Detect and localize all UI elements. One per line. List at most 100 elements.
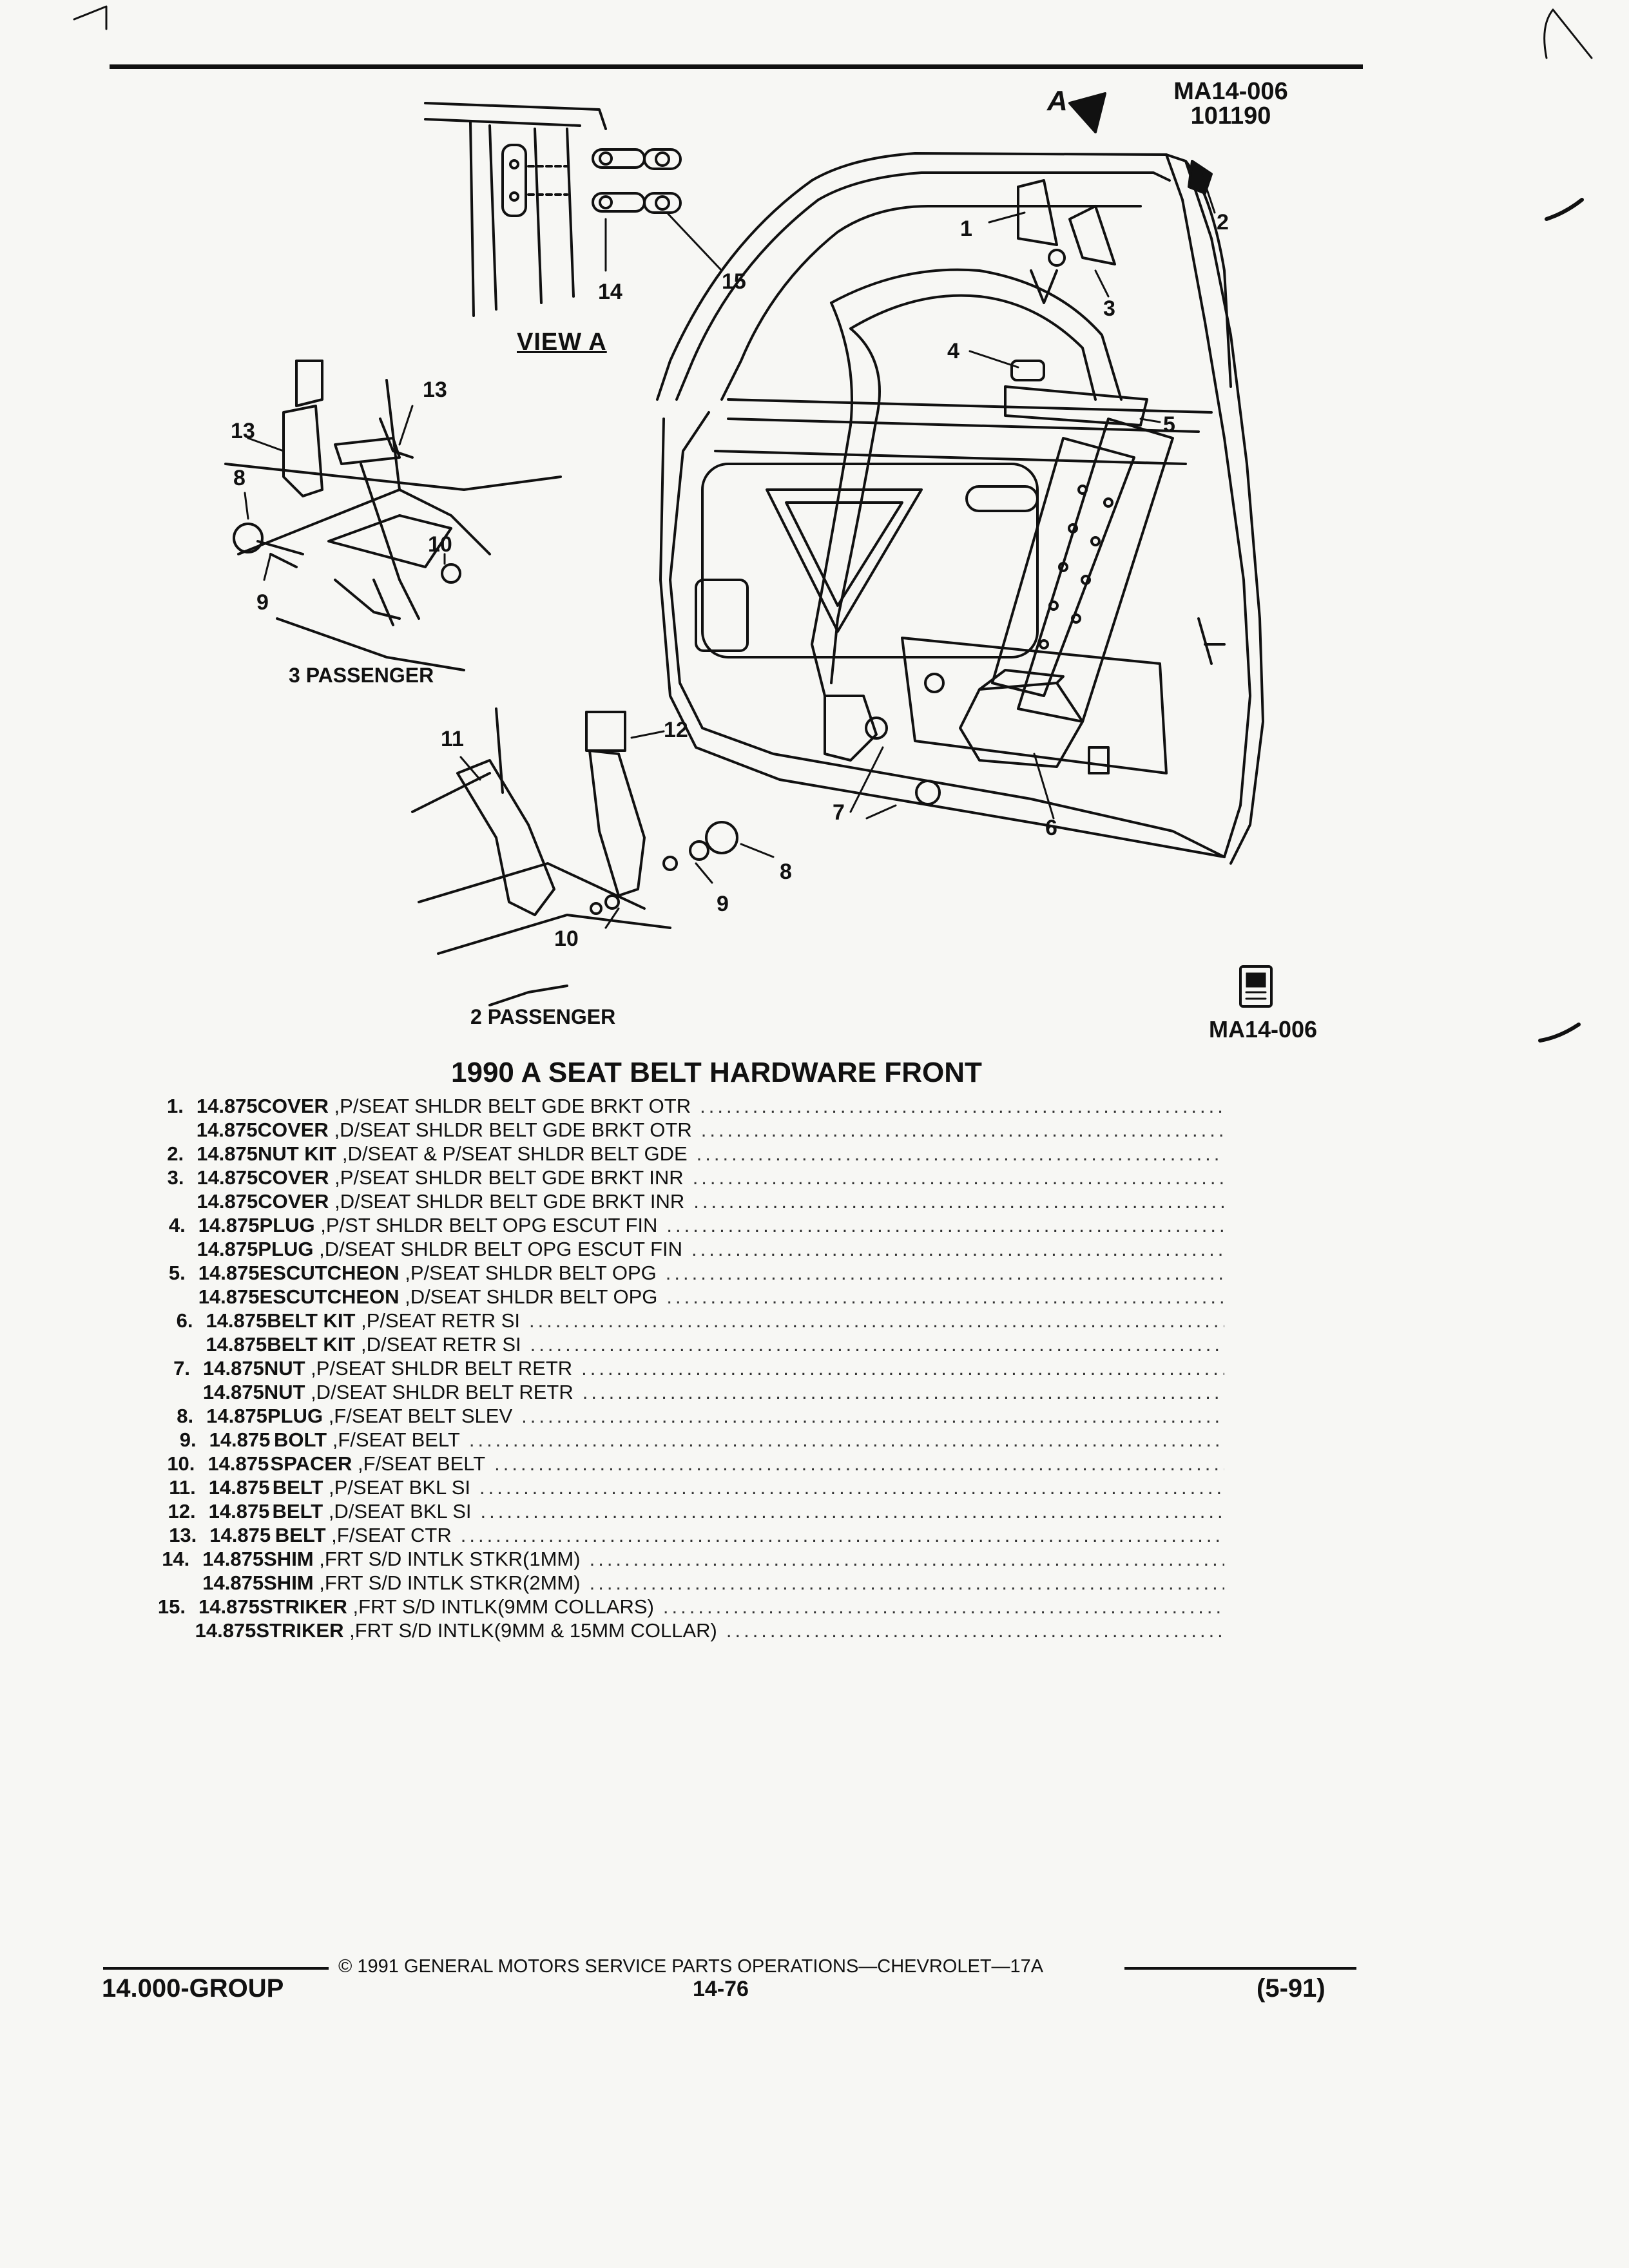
- callout-8-upper: 8: [233, 466, 246, 490]
- leader-dots: ........................................…: [494, 1452, 1224, 1475]
- part-name: PLUG: [259, 1214, 315, 1236]
- copyright-notice: © 1991 GENERAL MOTORS SERVICE PARTS OPER…: [338, 1956, 1044, 1977]
- part-spec: ,F/SEAT CTR: [331, 1524, 452, 1546]
- group-number: 14.875: [195, 1619, 256, 1642]
- callout-13-right: 13: [423, 378, 447, 402]
- view-a-label: VIEW A: [517, 329, 607, 356]
- leader-dots: ........................................…: [479, 1476, 1224, 1499]
- callout-5: 5: [1163, 412, 1175, 437]
- leader-dots: ........................................…: [662, 1595, 1224, 1618]
- leader-dots: ........................................…: [726, 1619, 1224, 1642]
- leader-dots: ........................................…: [589, 1548, 1224, 1570]
- group-number: 14.875: [202, 1548, 264, 1570]
- leader-dots: ........................................…: [530, 1333, 1224, 1356]
- three-passenger-buckle: [224, 360, 562, 671]
- part-spec: ,P/ST SHLDR BELT OPG ESCUT FIN: [320, 1214, 658, 1236]
- part-spec: ,D/SEAT SHLDR BELT OPG: [405, 1285, 658, 1308]
- callout-15: 15: [722, 269, 746, 294]
- part-name: COVER: [258, 1190, 329, 1213]
- two-passenger-buckle: [411, 707, 738, 1006]
- part-description: NUT ,P/SEAT SHLDR BELT RETR: [264, 1356, 572, 1380]
- part-spec: ,P/SEAT SHLDR BELT GDE BRKT INR: [334, 1166, 684, 1189]
- footer-rule-left: [103, 1967, 329, 1970]
- part-name: STRIKER: [259, 1595, 347, 1618]
- part-description: COVER ,P/SEAT SHLDR BELT GDE BRKT OTR: [258, 1094, 691, 1118]
- part-description: NUT KIT ,D/SEAT & P/SEAT SHLDR BELT GDE: [258, 1142, 688, 1166]
- part-name: ESCUTCHEON: [259, 1285, 400, 1308]
- group-number: 14.875: [198, 1262, 260, 1284]
- item-number: 7.: [173, 1357, 190, 1379]
- group-number: 14.875: [202, 1571, 264, 1594]
- part-spec: ,FRT S/D INTLK(9MM & 15MM COLLAR): [349, 1619, 717, 1642]
- part-description: SHIM ,FRT S/D INTLK STKR(1MM): [264, 1547, 580, 1571]
- part-spec: ,D/SEAT SHLDR BELT OPG ESCUT FIN: [319, 1238, 683, 1260]
- group-number: 14.875: [208, 1476, 270, 1499]
- two-passenger-label: 2 PASSENGER: [470, 1005, 616, 1028]
- part-description: STRIKER ,FRT S/D INTLK(9MM & 15MM COLLAR…: [256, 1619, 717, 1642]
- part-spec: ,P/SEAT BKL SI: [329, 1476, 470, 1499]
- part-name: COVER: [257, 1095, 329, 1117]
- group-number: 14.875: [198, 1595, 260, 1618]
- part-description: ESCUTCHEON ,P/SEAT SHLDR BELT OPG: [260, 1261, 657, 1285]
- item-number: 12.: [168, 1500, 196, 1523]
- part-name: NUT KIT: [257, 1142, 337, 1165]
- item-number: 6.: [176, 1309, 193, 1332]
- callout-9-lower: 9: [717, 892, 729, 916]
- group-number: 14.875: [197, 1142, 258, 1165]
- part-spec: ,FRT S/D INTLK STKR(2MM): [319, 1571, 581, 1594]
- leader-dots: ........................................…: [521, 1405, 1224, 1427]
- part-spec: ,FRT S/D INTLK STKR(1MM): [319, 1548, 581, 1570]
- part-spec: ,P/SEAT SHLDR BELT GDE BRKT OTR: [334, 1095, 691, 1117]
- part-spec: ,F/SEAT BELT: [358, 1452, 486, 1475]
- page-number: 14-76: [693, 1977, 749, 2001]
- group-number: 14.875: [207, 1452, 269, 1475]
- part-name: NUT: [264, 1381, 305, 1403]
- part-name: PLUG: [258, 1238, 314, 1260]
- leader-dots: ........................................…: [692, 1166, 1224, 1189]
- part-name: COVER: [257, 1119, 329, 1141]
- leader-dots: ........................................…: [691, 1238, 1224, 1260]
- part-name: BELT: [272, 1500, 323, 1523]
- part-description: BELT ,D/SEAT BKL SI: [273, 1499, 472, 1523]
- group-number: 14.875: [196, 1095, 258, 1117]
- part-description: SHIM ,FRT S/D INTLK STKR(2MM): [264, 1571, 580, 1595]
- illustration-code: MA14-006: [1173, 78, 1288, 105]
- item-number: 15.: [157, 1595, 186, 1618]
- part-spec: ,P/SEAT RETR SI: [361, 1309, 521, 1332]
- part-name: BELT: [272, 1476, 323, 1499]
- leader-dots: ........................................…: [468, 1428, 1224, 1451]
- footer-rule-right: [1124, 1967, 1356, 1970]
- item-number: 1.: [166, 1095, 184, 1117]
- group-number: 14.875: [206, 1405, 267, 1427]
- item-number: 4.: [168, 1214, 186, 1236]
- three-passenger-label: 3 PASSENGER: [289, 664, 434, 687]
- part-name: NUT: [264, 1357, 305, 1379]
- leader-dots: ........................................…: [582, 1381, 1224, 1403]
- group-number: 14.875: [202, 1381, 264, 1403]
- leader-dots: ........................................…: [665, 1262, 1224, 1284]
- leader-lines: [244, 173, 1216, 929]
- leader-dots: ........................................…: [589, 1571, 1224, 1594]
- leader-dots: ........................................…: [666, 1285, 1224, 1308]
- group-number: 14.875: [196, 1119, 258, 1141]
- callout-4: 4: [947, 339, 959, 363]
- part-description: BOLT ,F/SEAT BELT: [274, 1428, 460, 1452]
- part-description: COVER ,D/SEAT SHLDR BELT GDE BRKT INR: [258, 1189, 684, 1213]
- part-description: ESCUTCHEON ,D/SEAT SHLDR BELT OPG: [260, 1285, 658, 1309]
- part-description: NUT ,D/SEAT SHLDR BELT RETR: [264, 1380, 574, 1404]
- group-number: 14.875: [209, 1428, 271, 1451]
